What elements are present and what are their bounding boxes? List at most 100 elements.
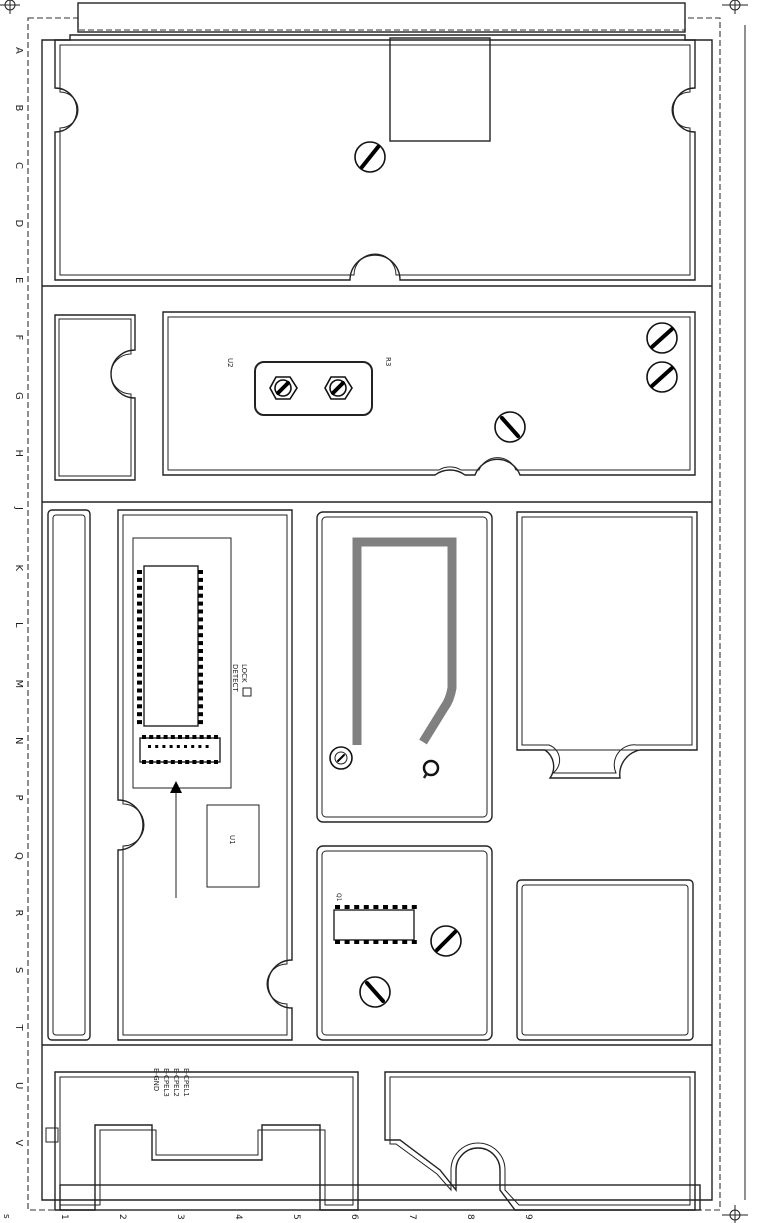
q1-ic: Q1 (334, 893, 417, 944)
component-box-u1-lower: U1 (207, 805, 259, 887)
pin-pad (178, 735, 182, 739)
pin-pad (198, 665, 203, 669)
pin-pad (200, 735, 204, 739)
pin-pad (198, 602, 203, 606)
pin-pad (198, 625, 203, 629)
r3-potentiometer-block (255, 362, 372, 415)
registration-mark-bottom-right (722, 1205, 748, 1223)
grid-column-label: 7 (407, 1214, 417, 1220)
pin-pad (198, 720, 203, 724)
pin-pad (373, 940, 378, 944)
pin-pad (198, 570, 203, 574)
pad-square (46, 1128, 58, 1142)
pin-pad (192, 760, 196, 764)
pin-pad (155, 745, 158, 748)
pin-pad (207, 760, 211, 764)
pin-pad (373, 905, 378, 909)
pin-pad (191, 745, 194, 748)
u1-pins-right (198, 570, 203, 724)
grid-column-label: 2 (117, 1214, 127, 1220)
pin-pad (137, 625, 142, 629)
pin-pad (393, 940, 398, 944)
pin-pad (207, 735, 211, 739)
pin-pad (137, 594, 142, 598)
pin-pad (345, 940, 350, 944)
grid-row-labels: ABCDEFGHJKLMNPQRSTUV (13, 47, 24, 1147)
grid-row-label: U (13, 1082, 24, 1089)
trace-terminal-left (330, 747, 352, 769)
panel-dividers (42, 286, 712, 1045)
q1-pins-top (335, 905, 417, 909)
grid-row-label: T (13, 1024, 24, 1032)
pin-pad (148, 745, 151, 748)
pin-pad (364, 940, 369, 944)
connector-pin-3: E-CPEL3 (162, 1068, 170, 1097)
pin-pad (137, 578, 142, 582)
pin-pad (198, 696, 203, 700)
connector-pin-2: E-CPEL2 (172, 1068, 180, 1097)
mounting-screw-lower-a (431, 926, 461, 956)
grid-row-label: C (13, 162, 24, 169)
pin-pad (335, 905, 340, 909)
pin-pad (198, 712, 203, 716)
pin-pad (192, 735, 196, 739)
mounting-screw-row2-c (495, 412, 525, 442)
wire-trace (330, 542, 452, 778)
pin-pad (162, 745, 165, 748)
panel-right-lower (517, 880, 693, 1040)
pin-pad (198, 657, 203, 661)
grid-row-label: M (13, 680, 24, 689)
pin-pad (198, 641, 203, 645)
label-u1: U1 (228, 835, 236, 845)
direction-arrow (170, 781, 182, 898)
pin-pad (214, 760, 218, 764)
grid-column-label: 1 (59, 1214, 69, 1220)
grid-row-label: D (13, 220, 24, 228)
panel-right-upper (517, 512, 697, 778)
board-outline (28, 3, 745, 1210)
pin-pad (137, 657, 142, 661)
pin-pad (184, 745, 187, 748)
label-lock: LOCK (240, 664, 248, 683)
registration-mark-top-left (0, 0, 20, 14)
grid-column-label: 9 (523, 1214, 533, 1220)
pin-pad (137, 586, 142, 590)
pin-pad (137, 720, 142, 724)
pin-pad (137, 665, 142, 669)
label-detect: DETECT (231, 664, 239, 692)
pin-pad (137, 610, 142, 614)
pin-pad (142, 760, 146, 764)
pin-pad (164, 760, 168, 764)
pin-pad (383, 905, 388, 909)
grid-column-label: 3 (175, 1214, 185, 1220)
pin-pad (354, 940, 359, 944)
pin-pad (149, 735, 153, 739)
registration-mark-top-right (722, 0, 748, 14)
pin-pad (156, 760, 160, 764)
grid-row-label: J (13, 506, 24, 510)
grid-row-label: Q (13, 852, 24, 860)
pin-pad (137, 641, 142, 645)
pin-pad (198, 633, 203, 637)
grid-row-label: L (13, 622, 24, 628)
grid-row-label: V (13, 1140, 24, 1147)
pin-pad (137, 704, 142, 708)
pin-pad (171, 760, 175, 764)
trace-terminal-right (424, 761, 438, 778)
pin-pad (185, 760, 189, 764)
pin-pad (198, 594, 203, 598)
grid-row-label: A (13, 47, 24, 54)
detect-lock-switch: LOCK DETECT (231, 664, 251, 696)
pin-pad (137, 633, 142, 637)
grid-row-label: B (13, 105, 24, 112)
pin-pad (198, 681, 203, 685)
panel-row2-left (55, 315, 135, 480)
pin-pad (137, 696, 142, 700)
grid-row-label: R (13, 910, 24, 917)
pin-pad (345, 905, 350, 909)
pin-pad (402, 905, 407, 909)
pin-pad (178, 760, 182, 764)
pin-pad (137, 602, 142, 606)
pin-pad (198, 578, 203, 582)
